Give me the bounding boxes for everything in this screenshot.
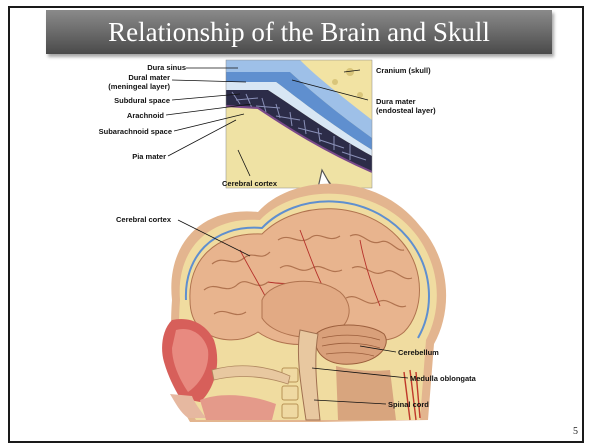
label-dural-mater: Dural mater xyxy=(128,73,170,82)
label-cerebral-cortex: Cerebral cortex xyxy=(116,215,172,224)
label-spinal-cord: Spinal cord xyxy=(388,400,429,409)
inset-labels-right: Cranium (skull) Dura mater (endosteal la… xyxy=(376,66,436,115)
label-cerebellum: Cerebellum xyxy=(398,348,439,357)
label-pia-mater: Pia mater xyxy=(132,152,166,161)
label-medulla-oblongata: Medulla oblongata xyxy=(410,374,477,383)
meninges-inset xyxy=(166,60,372,188)
inset-labels-left: Dura sinus Dural mater (meningeal layer)… xyxy=(99,63,186,161)
label-cerebral-cortex-inset: Cerebral cortex xyxy=(222,179,278,188)
head-cross-section xyxy=(162,184,446,422)
label-subarachnoid-space: Subarachnoid space xyxy=(99,127,172,136)
label-dura-mater: Dura mater xyxy=(376,97,416,106)
label-arachnoid: Arachnoid xyxy=(127,111,165,120)
label-cranium: Cranium (skull) xyxy=(376,66,431,75)
label-dura-sinus: Dura sinus xyxy=(147,63,186,72)
label-subdural-space: Subdural space xyxy=(114,96,170,105)
page-number: 5 xyxy=(573,426,578,437)
label-dura-mater-sub: (endosteal layer) xyxy=(376,106,436,115)
label-dural-mater-sub: (meningeal layer) xyxy=(108,82,170,91)
